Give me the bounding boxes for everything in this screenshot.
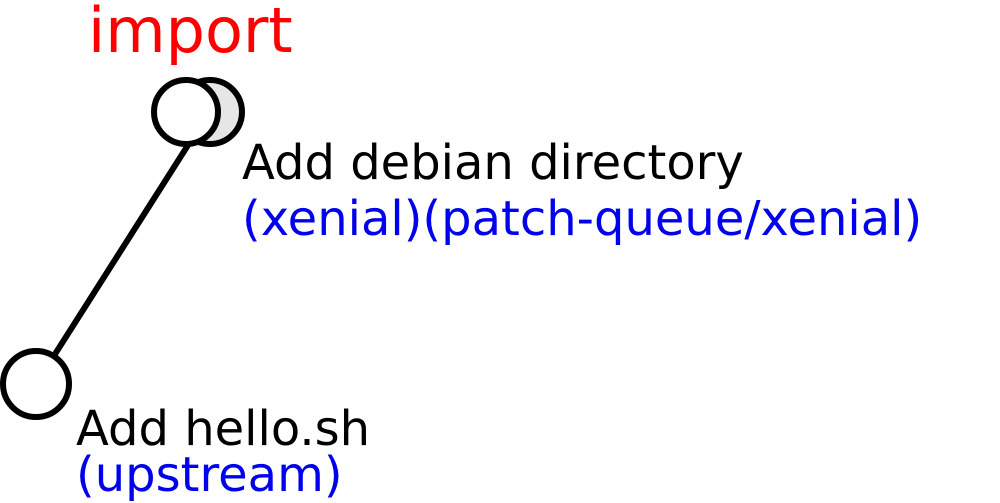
commit-message: Add hello.sh (76, 401, 371, 457)
commit-node-add-debian-directory[interactable] (151, 77, 221, 147)
tag-label: import (88, 0, 293, 67)
commit-node-add-hello-sh[interactable] (0, 348, 72, 420)
commit-refs: (upstream) (76, 447, 343, 503)
commit-edge (33, 139, 193, 387)
commit-refs: (xenial)(patch-queue/xenial) (242, 191, 923, 247)
commit-message: Add debian directory (242, 135, 744, 191)
